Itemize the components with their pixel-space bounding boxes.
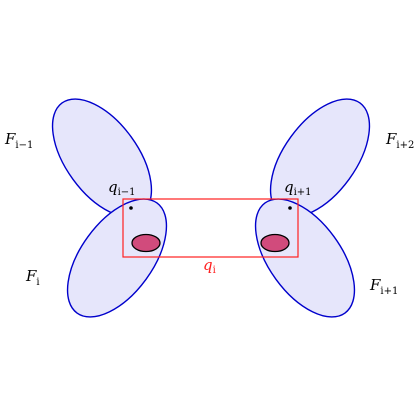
label-f-i-minus-1: Fi−1: [4, 130, 33, 151]
label-f-i-plus-1: Fi+1: [369, 276, 398, 297]
hole-left: [131, 233, 161, 253]
label-q-i: qi: [203, 256, 216, 276]
point-q-i-plus-1: [288, 206, 292, 210]
petal-f-i: [66, 198, 168, 318]
region-q-i-rectangle: [122, 198, 299, 258]
hole-right: [260, 233, 290, 253]
point-q-i-minus-1: [129, 206, 133, 210]
label-f-i: Fi: [25, 267, 40, 288]
label-q-i-minus-1: qi−1: [108, 178, 136, 198]
petal-f-i-plus-1: [254, 198, 356, 318]
label-q-i-plus-1: qi+1: [284, 178, 312, 198]
label-f-i-plus-2: Fi+2: [385, 130, 414, 151]
